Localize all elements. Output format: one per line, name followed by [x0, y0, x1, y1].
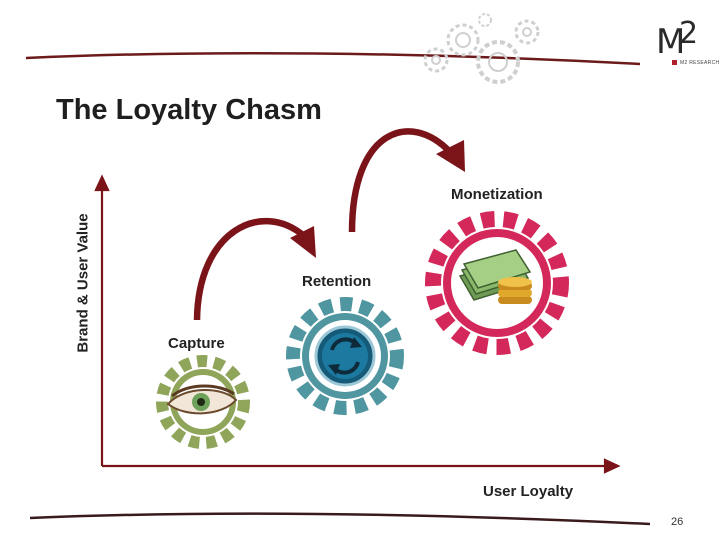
- arrowhead-monetization: [436, 140, 465, 172]
- stage-label-retention: Retention: [302, 273, 372, 290]
- header-rule: [25, 51, 641, 66]
- arrowhead-retention: [290, 226, 316, 258]
- page-number: 26: [671, 516, 684, 528]
- x-axis-arrowhead: [603, 458, 621, 474]
- y-axis-arrowhead: [94, 174, 110, 192]
- logo-mark-m: M: [656, 22, 685, 62]
- y-axis-label: Brand & User Value: [74, 213, 92, 353]
- progress-arrows: [193, 128, 465, 321]
- eye-icon: [166, 384, 238, 415]
- axes: [94, 174, 621, 474]
- logo-mark-superscript: 2: [679, 16, 699, 51]
- logo-accent-square: [672, 60, 677, 65]
- slide-title: The Loyalty Chasm: [56, 94, 322, 126]
- stage-label-capture: Capture: [168, 335, 225, 352]
- x-axis-label: User Loyalty: [483, 483, 574, 500]
- logo-subtitle: M2 RESEARCH: [680, 60, 720, 66]
- money-icon: [458, 249, 532, 304]
- arrow-retention-to-monetization: [348, 128, 453, 233]
- header-gears: [423, 13, 540, 84]
- stage-label-monetization: Monetization: [451, 186, 543, 203]
- arrow-capture-to-retention: [193, 217, 307, 321]
- footer-rule: [29, 512, 651, 526]
- refresh-icon: [314, 325, 376, 387]
